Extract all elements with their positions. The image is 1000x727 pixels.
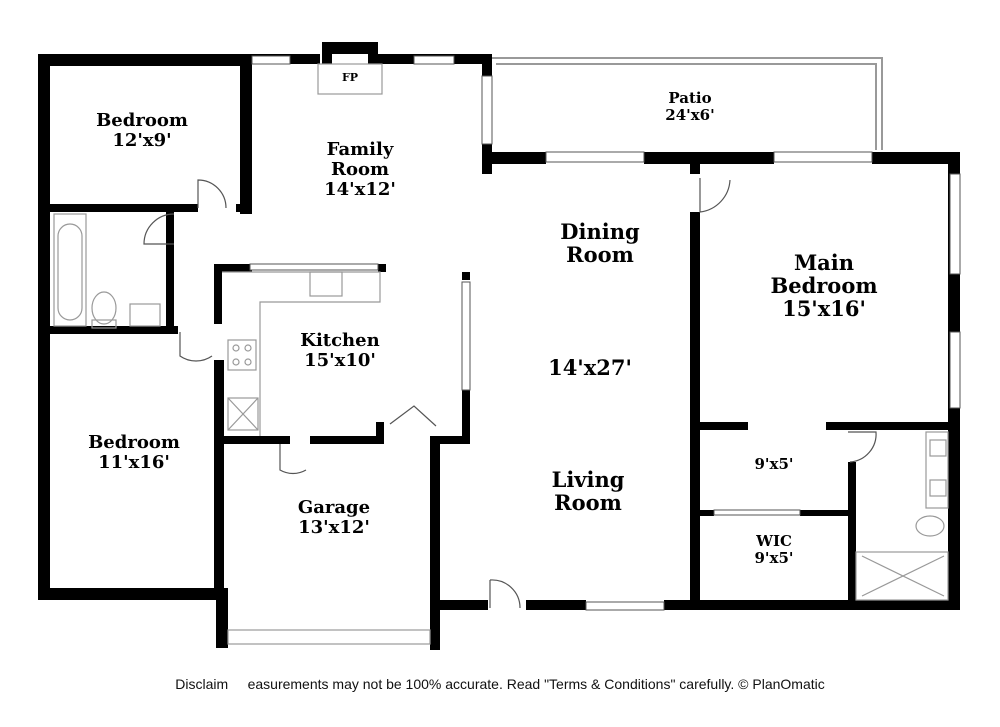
room-size: 15'x10' — [304, 349, 376, 371]
stove — [227, 339, 257, 371]
room-size: 15'x16' — [782, 296, 866, 322]
room-name-line2: Room — [566, 242, 634, 268]
room-name-line2: Room — [330, 158, 390, 180]
room-name: WIC — [756, 532, 792, 550]
vanity-sink — [129, 303, 161, 327]
dishwasher — [227, 397, 259, 431]
room-label-wic: WIC 9'x5' — [734, 533, 814, 566]
room-size-closet: 9'x5' — [734, 456, 814, 473]
room-name-line1: Living — [551, 467, 625, 492]
fireplace-hearth — [317, 63, 383, 95]
fixtures — [53, 63, 949, 645]
toilet — [91, 291, 117, 325]
shower — [855, 551, 949, 601]
patio-outline — [490, 57, 883, 150]
kitchen-sink — [309, 271, 343, 297]
room-name: Bedroom — [96, 110, 188, 131]
room-size: 13'x12' — [298, 516, 370, 538]
room-size: 14'x27' — [548, 355, 632, 380]
disclaimer-text: Disclaim easurements may not be 100% acc… — [175, 676, 825, 692]
room-name-line1: Main — [793, 250, 855, 275]
room-size: 12'x9' — [112, 129, 172, 151]
room-label-family: Family Room 14'x12' — [300, 140, 420, 199]
room-size: 9'x5' — [754, 548, 794, 567]
room-size: 14'x12' — [324, 178, 396, 200]
room-label-bedroom-bottom: Bedroom 11'x16' — [74, 433, 194, 473]
room-label-bedroom-top: Bedroom 12'x9' — [82, 111, 202, 151]
fireplace-name: FP — [341, 71, 359, 84]
room-label-garage: Garage 13'x12' — [274, 498, 394, 538]
room-size: 24'x6' — [665, 105, 715, 124]
room-label-patio: Patio 24'x6' — [640, 90, 740, 123]
room-name-line1: Family — [326, 139, 394, 160]
room-label-dining: Dining Room — [530, 220, 670, 266]
main-vanity — [925, 431, 949, 509]
room-name: Patio — [668, 89, 712, 107]
walls — [38, 42, 960, 650]
doors — [143, 178, 877, 609]
room-label-main-bedroom: Main Bedroom 15'x16' — [752, 251, 896, 320]
room-label-kitchen: Kitchen 15'x10' — [280, 331, 400, 371]
room-name: Kitchen — [300, 330, 380, 351]
room-name-line2: Room — [554, 490, 622, 516]
room-label-living: Living Room — [518, 468, 658, 514]
room-name-line2: Bedroom — [770, 273, 878, 299]
room-name-line1: Dining — [560, 219, 640, 244]
fireplace-label: FP — [330, 71, 370, 84]
room-name: Bedroom — [88, 432, 180, 453]
windows — [249, 55, 961, 611]
room-size-living: 14'x27' — [520, 356, 660, 379]
room-size: 11'x16' — [98, 451, 170, 473]
room-name: Garage — [297, 497, 371, 518]
garage-door — [227, 629, 431, 645]
bathtub — [53, 213, 87, 327]
room-size: 9'x5' — [754, 455, 794, 473]
main-toilet — [915, 515, 945, 537]
